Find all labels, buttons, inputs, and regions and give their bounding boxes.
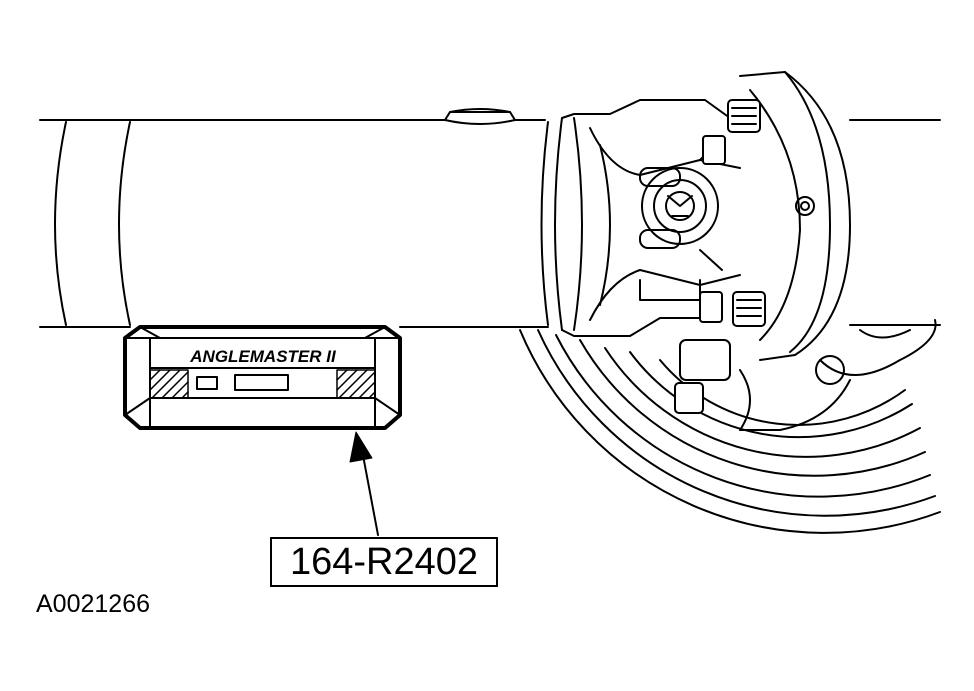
part-number-callout: 164-R2402 xyxy=(270,537,498,587)
u-joint-yoke xyxy=(561,99,761,381)
tool-hatched-pads xyxy=(149,369,376,399)
figure-id-label: A0021266 xyxy=(36,590,151,618)
flange-bolts xyxy=(674,99,766,414)
tool-brand-label: ANGLEMASTER II xyxy=(189,347,337,366)
tool-display xyxy=(196,374,289,391)
part-number-label: 164-R2402 xyxy=(289,540,479,583)
companion-flange xyxy=(739,71,851,361)
driveshaft-tube xyxy=(39,108,563,331)
axle-housing xyxy=(739,119,941,431)
callout-arrowhead xyxy=(349,431,373,463)
callout-leader xyxy=(361,449,379,536)
